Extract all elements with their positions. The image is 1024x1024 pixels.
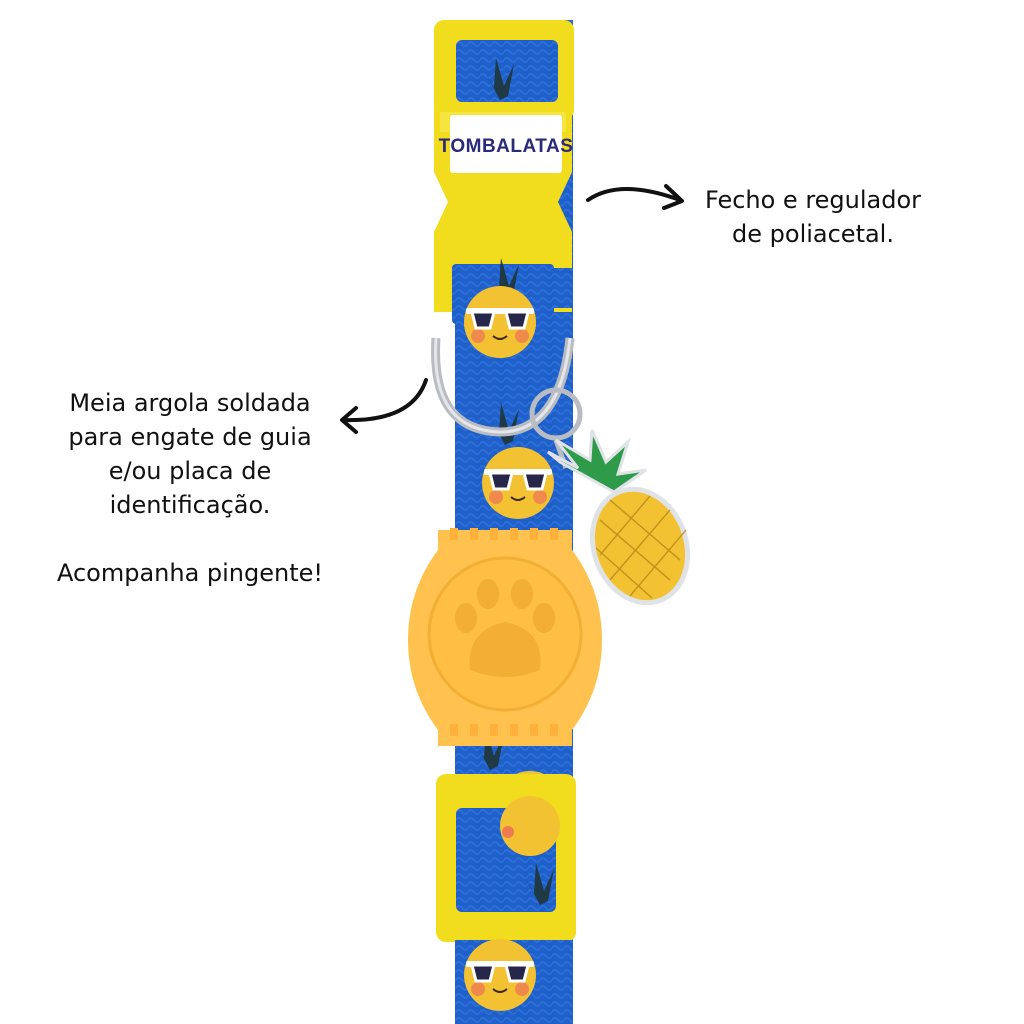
ring-annotation-line: Meia argola soldada — [69, 389, 311, 417]
ring-annotation-line: identificação. — [109, 491, 271, 519]
paw-print-icon — [455, 579, 555, 677]
split-ring — [529, 387, 583, 441]
pineapple-pendant — [547, 429, 691, 606]
buckle-annotation-line: de poliacetal. — [732, 220, 894, 248]
brand-logo: TOMBALATAS — [439, 136, 574, 157]
ring-annotation-line: e/ou placa de — [108, 457, 272, 485]
lower-slider-loop — [436, 774, 576, 942]
brand-label — [450, 115, 562, 173]
buckle-annotation: Fecho e regulador de poliacetal. — [688, 183, 938, 251]
ring-annotation: Meia argola soldada para engate de guia … — [40, 386, 340, 590]
buckle-annotation-line: Fecho e regulador — [704, 186, 922, 214]
curved-arrow-left-icon — [340, 378, 428, 434]
pendant-note: Acompanha pingente! — [56, 559, 324, 587]
tag-holder — [408, 528, 602, 746]
ring-annotation-line: para engate de guia — [68, 423, 312, 451]
curved-arrow-right-icon — [586, 184, 684, 210]
top-buckle-loop — [434, 20, 574, 120]
